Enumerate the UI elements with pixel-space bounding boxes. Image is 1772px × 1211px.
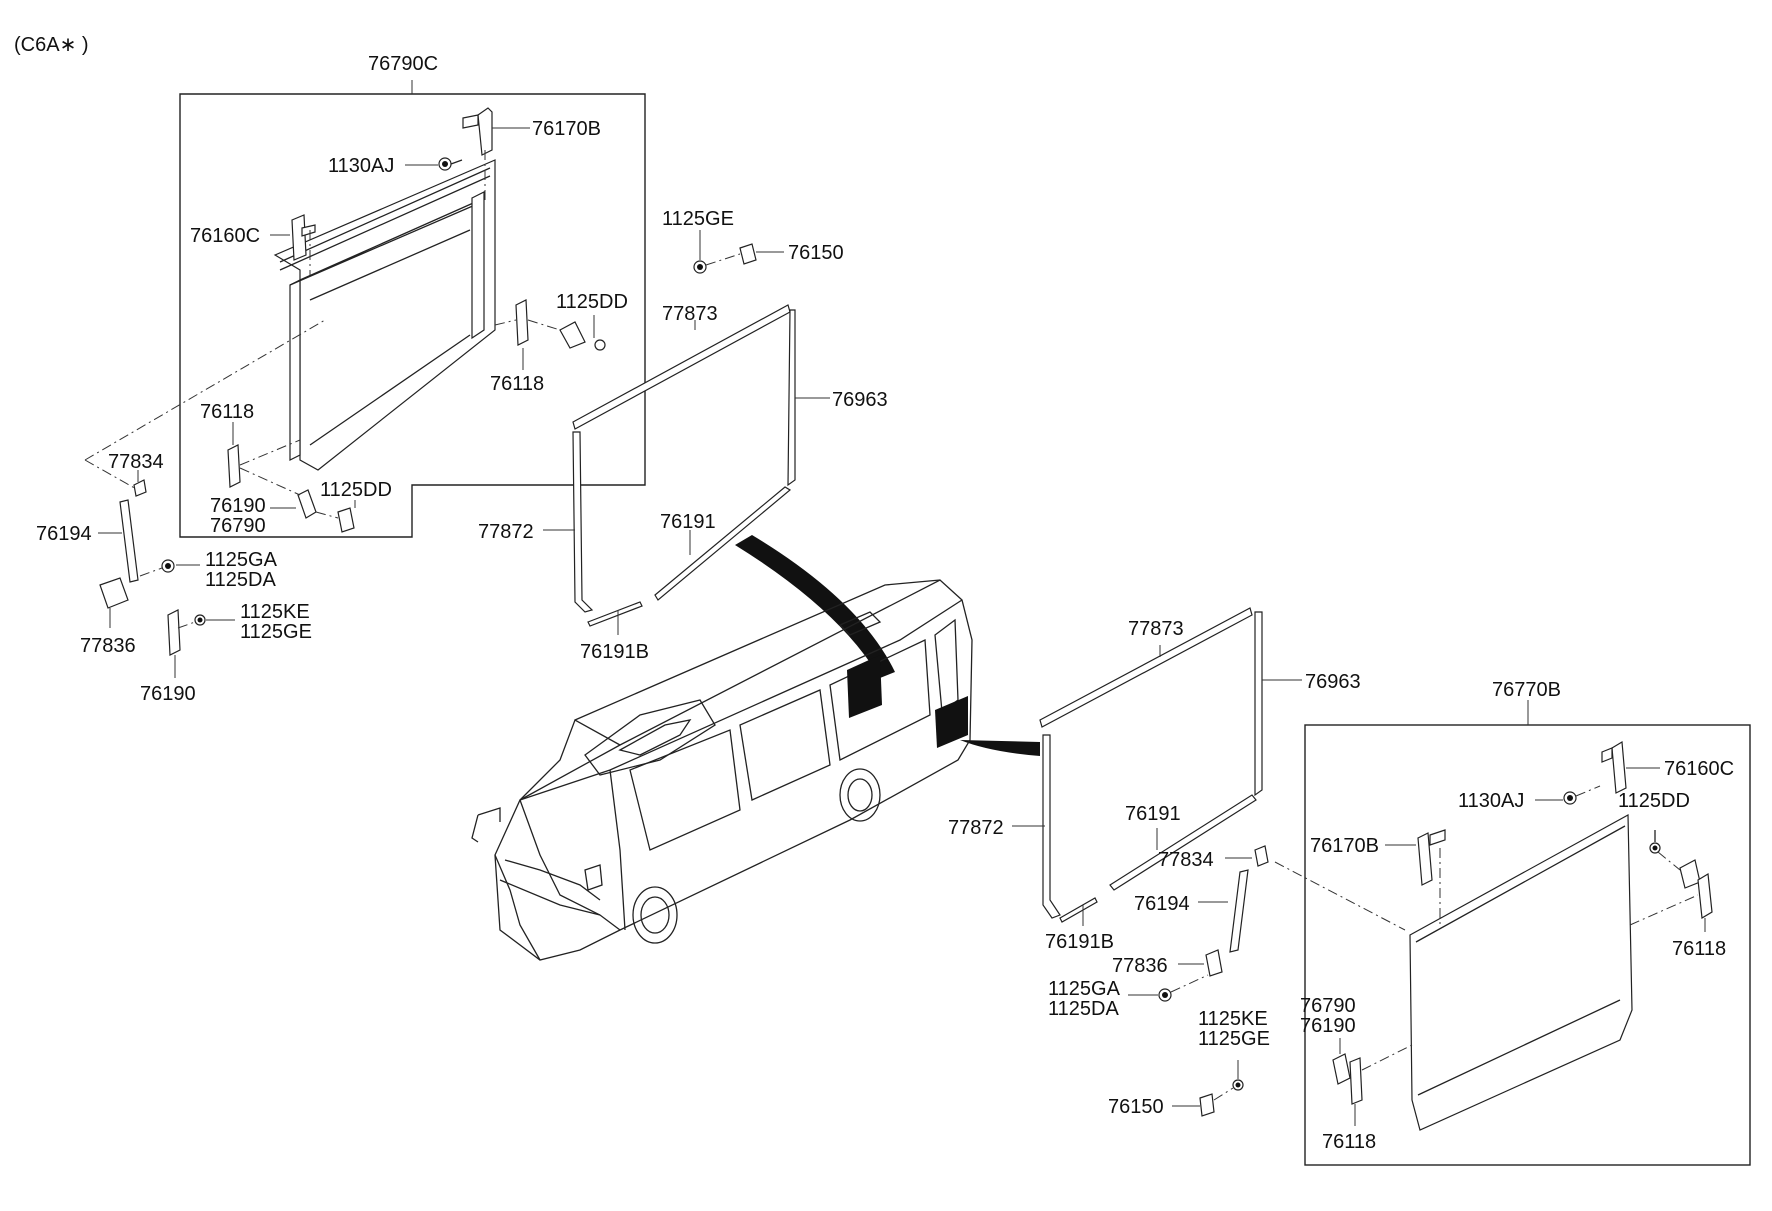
- label-77873-lower: 77873: [1128, 618, 1184, 640]
- bracket-76118-right: [494, 299, 606, 351]
- latch-76190: [239, 467, 355, 533]
- bolt-1125ge-76150: [693, 243, 757, 274]
- bolt-1125dd-lower: [1649, 830, 1681, 871]
- lower-top-seal: [1039, 607, 1253, 728]
- label-77873-upper: 77873: [662, 303, 718, 325]
- label-76191b-lower: 76191B: [1045, 931, 1114, 953]
- label-77836-lower: 77836: [1112, 955, 1168, 977]
- bolt-1125ga-lower: [1158, 974, 1209, 1002]
- gas-stay-76194: [99, 479, 181, 656]
- label-1125dd-upper-bottom: 1125DD: [320, 479, 392, 501]
- label-1125da-lower: 1125DA: [1048, 998, 1119, 1020]
- hinge-76160c-lower: [1601, 740, 1627, 794]
- upper-bottom-seal-b: [587, 601, 643, 627]
- label-76191-upper: 76191: [660, 511, 716, 533]
- label-76118-lower-right: 76118: [1672, 938, 1726, 960]
- label-76170b: 76170B: [532, 118, 601, 140]
- label-77834-upper: 77834: [108, 451, 164, 473]
- callout-arrow-lower: [960, 740, 1040, 756]
- label-76191-lower: 76191: [1125, 803, 1181, 825]
- bolt-1125ke-lower: [1199, 1079, 1244, 1117]
- label-1125dd-lower: 1125DD: [1618, 790, 1690, 812]
- label-1130aj-upper: 1130AJ: [328, 155, 394, 177]
- bolt-1125ga: [139, 559, 175, 577]
- label-76790-upper: 76790: [210, 515, 266, 537]
- label-77834-lower: 77834: [1158, 849, 1214, 871]
- upper-door-frame: [273, 159, 496, 471]
- label-76160c-lower: 76160C: [1664, 758, 1734, 780]
- hinge-76160c: [291, 214, 316, 275]
- label-1125ke-lower: 1125KE: [1198, 1008, 1268, 1030]
- label-76170b-lower: 76170B: [1310, 835, 1379, 857]
- upper-assembly-box: [179, 93, 646, 538]
- upper-assembly-label: 76790C: [368, 53, 438, 75]
- label-76150-lower: 76150: [1108, 1096, 1164, 1118]
- lower-assembly-label: 76770B: [1492, 679, 1561, 701]
- bolt-1130aj-lower: [1563, 785, 1601, 805]
- lower-bottom-seal: [1109, 794, 1257, 891]
- label-76194-lower: 76194: [1134, 893, 1190, 915]
- label-76190-upper-bottom: 76190: [140, 683, 196, 705]
- upper-assembly: 76790C 76170B 1130AJ: [36, 53, 844, 705]
- hinge-76170b: [462, 107, 493, 200]
- label-76963-lower: 76963: [1305, 671, 1361, 693]
- label-76190-lower: 76190: [1300, 1015, 1356, 1037]
- label-76160c-upper: 76160C: [190, 225, 260, 247]
- label-1125ge-lower: 1125GE: [1198, 1028, 1270, 1050]
- bracket-76118-left: [227, 439, 301, 488]
- label-77872-upper: 77872: [478, 521, 534, 543]
- label-76118-lower-bottom: 76118: [1322, 1131, 1376, 1153]
- label-77836-upper: 77836: [80, 635, 136, 657]
- label-76790-lower: 76790: [1300, 995, 1356, 1017]
- label-1125dd-upper-right: 1125DD: [556, 291, 628, 313]
- label-1125ke-upper: 1125KE: [240, 601, 310, 623]
- gas-stay-76194-lower: [1205, 845, 1269, 977]
- label-77872-lower: 77872: [948, 817, 1004, 839]
- upper-side-seal: [787, 309, 796, 487]
- bolt-1130aj: [438, 157, 463, 171]
- label-1125da-upper: 1125DA: [205, 569, 276, 591]
- label-76191b-upper: 76191B: [580, 641, 649, 663]
- variant-code: (C6A∗ ): [14, 34, 89, 56]
- label-76963-upper: 76963: [832, 389, 888, 411]
- bracket-76118-lower-right: [1629, 859, 1713, 926]
- label-1125ge-upper-top: 1125GE: [662, 208, 734, 230]
- lower-assembly: 76770B 76160C 1130AJ 1125DD 76170B: [1274, 679, 1751, 1166]
- label-76150-upper: 76150: [788, 242, 844, 264]
- lower-seal-set: [1039, 607, 1263, 923]
- label-76194-upper: 76194: [36, 523, 92, 545]
- upper-bottom-seal: [654, 486, 792, 601]
- label-76118-upper-right: 76118: [490, 373, 544, 395]
- label-1130aj-lower: 1130AJ: [1458, 790, 1524, 812]
- latch-lower: [1332, 1044, 1413, 1105]
- upper-left-seal: [572, 431, 594, 613]
- lower-bottom-seal-b: [1059, 897, 1098, 923]
- label-1125ga-upper: 1125GA: [205, 549, 278, 571]
- upper-seal-set: [572, 304, 796, 627]
- bus-illustration: [471, 579, 973, 961]
- label-1125ge-upper-bottom: 1125GE: [240, 621, 312, 643]
- callout-arrow-upper: [735, 535, 895, 678]
- bolt-1125ke: [177, 614, 206, 629]
- hinge-76170b-lower: [1417, 829, 1446, 925]
- label-76190-upper: 76190: [210, 495, 266, 517]
- lower-side-seal: [1254, 611, 1263, 797]
- label-76118-upper-left: 76118: [200, 401, 254, 423]
- lower-left-seal: [1042, 734, 1061, 919]
- lower-door-panel: [1409, 813, 1633, 1131]
- label-1125ga-lower: 1125GA: [1048, 978, 1121, 1000]
